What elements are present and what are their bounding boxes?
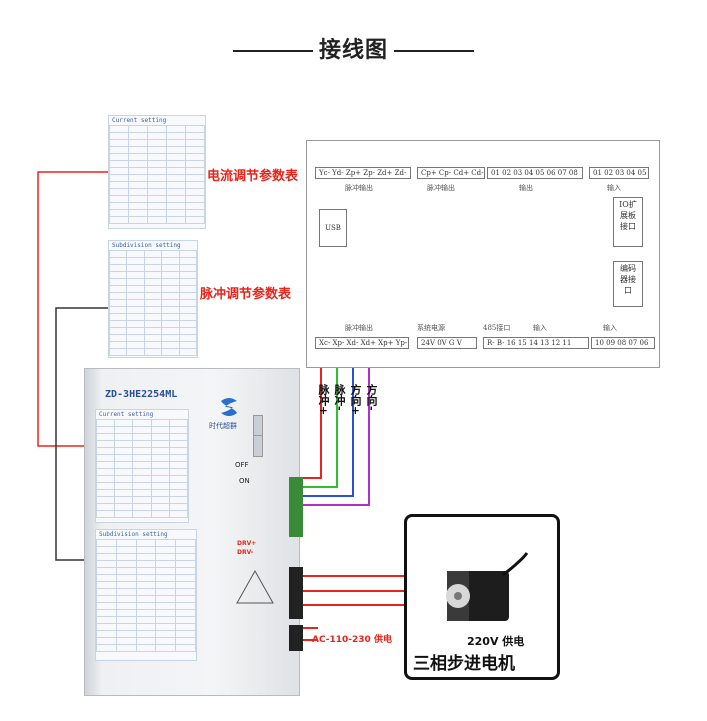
wire-pulse-minus [300, 350, 338, 488]
driver-brand: 时代超群 [209, 422, 237, 430]
driver-current-grid [95, 419, 189, 518]
signal-terminal-block [289, 477, 303, 537]
power-supply-label: AC-110-230 供电 [312, 635, 392, 645]
io-expansion-port: IO扩展板接口 [613, 197, 643, 247]
current-setting-table: Current setting [108, 115, 206, 229]
subdivision-setting-table: Subdivision setting [108, 240, 198, 358]
drv-plus-label: DRV+ [237, 540, 257, 547]
board-top-label-2: 脉冲输出 [427, 184, 455, 192]
signal-label-pulse-plus: 脉冲+ [317, 384, 330, 416]
title-rule-left [232, 50, 313, 52]
driver-current-caption: Current setting [99, 411, 154, 418]
page-title: 接线图 [0, 32, 707, 64]
board-bottom-label-1: 脉冲输出 [345, 324, 373, 332]
driver-subdivision-caption: Subdivision setting [99, 531, 168, 538]
board-port-top-3: 01 02 03 04 05 06 07 08 [487, 167, 583, 179]
board-port-top-2: Cp+ Cp- Cd+ Cd- [417, 167, 485, 179]
board-bottom-label-3: 485接口 [483, 324, 511, 332]
board-port-bottom-2: 24V 0V G V [417, 337, 477, 349]
signal-label-pulse-minus: 脉冲- [333, 384, 346, 411]
wire-pulse-table [55, 307, 108, 561]
signal-label-dir-plus: 方向+ [349, 384, 362, 416]
drv-labels: DRV+ DRV- [237, 539, 256, 557]
wire-dir-minus [300, 350, 370, 506]
board-top-label-1: 脉冲输出 [345, 184, 373, 192]
wire-current-table [37, 171, 108, 447]
driver-model: ZD-3HE2254ML [105, 389, 178, 400]
wire-pulse-plus [300, 350, 322, 479]
stepper-driver: ZD-3HE2254ML 时代超群 Current setting Subdiv… [84, 368, 303, 696]
phase-diagram-icon [233, 567, 277, 607]
current-setting-grid [109, 125, 205, 224]
board-top-label-3: 输出 [519, 184, 533, 192]
wire-dir-plus [300, 350, 354, 497]
current-setting-caption: Current setting [112, 117, 167, 124]
motor-name: 三相步进电机 [413, 654, 515, 674]
drv-minus-label: DRV- [237, 549, 254, 556]
encoder-port: 编码器接口 [613, 261, 643, 307]
controller-board: Yc- Yd- Zp+ Zp- Zd+ Zd- Cp+ Cp- Cd+ Cd- … [306, 140, 660, 368]
switch-on-label: ON [239, 477, 250, 485]
power-terminal-block [289, 625, 303, 651]
title-rule-right [394, 50, 474, 52]
board-port-top-4: 01 02 03 04 05 [589, 167, 649, 179]
board-port-top-1: Yc- Yd- Zp+ Zp- Zd+ Zd- [315, 167, 411, 179]
motor-panel: 220V 供电 三相步进电机 [404, 514, 560, 680]
board-port-bottom-3: R- B- 16 15 14 13 12 11 [483, 337, 589, 349]
pulse-table-label: 脉冲调节参数表 [200, 287, 292, 302]
switch-off-label: OFF [235, 461, 249, 469]
driver-current-table: Current setting [95, 409, 189, 523]
board-bottom-label-5: 输入 [603, 324, 617, 332]
driver-subdivision-grid [96, 539, 196, 652]
motor-supply-label: 220V 供电 [467, 635, 525, 648]
board-top-label-4: 输入 [607, 184, 621, 192]
signal-label-dir-minus: 方向- [365, 384, 378, 411]
title-text: 接线图 [318, 38, 388, 63]
subdivision-caption: Subdivision setting [112, 242, 181, 249]
board-bottom-label-4: 输入 [533, 324, 547, 332]
board-port-bottom-1: Xc- Xp- Xd- Xd+ Xp+ Yp- [315, 337, 409, 349]
driver-subdivision-table: Subdivision setting [95, 529, 197, 661]
motor-terminal-block [289, 567, 303, 619]
brand-logo-icon [217, 395, 241, 419]
dip-switch-2[interactable] [253, 435, 263, 457]
subdivision-grid [108, 250, 198, 356]
usb-port: USB [319, 209, 347, 247]
board-port-bottom-4: 10 09 08 07 06 [591, 337, 655, 349]
motor-icon [433, 551, 529, 631]
board-bottom-label-2: 系统电源 [417, 324, 445, 332]
current-table-label: 电流调节参数表 [207, 169, 299, 184]
